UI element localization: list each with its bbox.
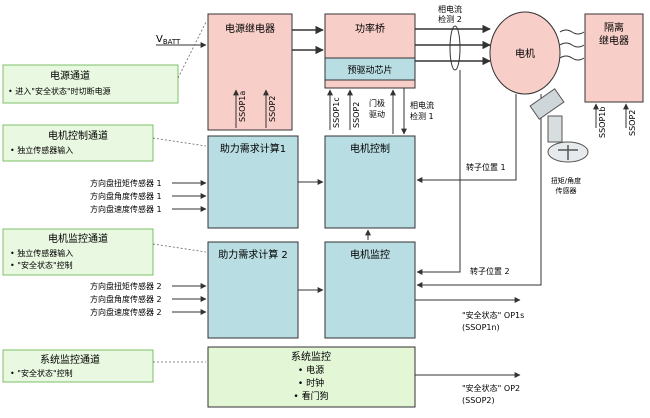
ssop2-relay-signal: SSOP2 <box>263 89 277 128</box>
motor-label: 电机 <box>515 47 535 60</box>
svg-text:SSOP1b: SSOP1b <box>598 107 607 138</box>
system-monitor-title: 系统监控 <box>291 350 331 363</box>
sensor-input-label: 方向盘扭矩传感器 2 <box>90 281 162 291</box>
channel-pointer <box>152 137 207 147</box>
torque-angle-sensor-label: 扭矩/角度 <box>551 176 581 185</box>
isolation-relay-label-1: 隔离 <box>604 21 624 34</box>
phase-current-2-label: 相电流 <box>438 4 462 14</box>
sensor-inputs-1: 方向盘扭矩传感器 1 方向盘角度传感器 1 方向盘速度传感器 1 <box>90 178 207 214</box>
motor-block: 电机 <box>489 11 561 95</box>
phase-current-1-label: 检测 1 <box>410 111 434 121</box>
motor-control-label: 电机控制 <box>350 142 390 155</box>
svg-text:VBATT: VBATT <box>156 34 181 46</box>
gate-drive-label: 门极 <box>369 98 385 108</box>
channel-note-system-monitor: 系统监控通道 • "安全状态"控制 <box>2 349 154 383</box>
ssop1b-signal: SSOP1b <box>593 103 607 138</box>
power-relay-label: 电源继电器 <box>225 22 275 35</box>
isolation-relay-block: 隔离 继电器 <box>584 13 644 103</box>
bridge-bottom-strip <box>324 79 416 89</box>
channel-line: • "安全状态"控制 <box>10 260 73 270</box>
motor-to-iso-line <box>559 29 585 35</box>
svg-text:SSOP2: SSOP2 <box>268 96 277 122</box>
channel-line: • 独立传感器输入 <box>10 248 73 258</box>
rotor-position-2-label: 转子位置 2 <box>470 266 510 276</box>
channel-line: • 独立传感器输入 <box>10 145 73 155</box>
sensor-input-label: 方向盘扭矩传感器 1 <box>90 178 162 188</box>
ssop1c-signal: SSOP1c <box>327 89 341 130</box>
channel-title: 系统监控通道 <box>40 353 100 366</box>
ssop1n-label: (SSOP1n) <box>462 323 500 332</box>
system-monitor-item: • 看门狗 <box>293 390 328 402</box>
ssop2-out-label: (SSOP2) <box>462 396 495 405</box>
vbatt-sub: BATT <box>163 38 181 46</box>
system-monitor-block: 系统监控 • 电源 • 时钟 • 看门狗 <box>207 346 416 408</box>
channel-title: 电机控制通道 <box>48 129 108 142</box>
gate-drive-label: 驱动 <box>369 109 385 119</box>
assist-calc-2-label: 助力需求计算 2 <box>218 248 288 261</box>
channel-pointer <box>152 243 207 253</box>
ssop1a-signal: SSOP1a <box>233 89 247 128</box>
op1s-label: "安全状态" OP1s <box>462 310 524 320</box>
power-bridge-block: 功率桥 <box>324 13 416 59</box>
motor-monitor-block: 电机监控 <box>324 241 416 339</box>
channel-note-motor-control: 电机控制通道 • 独立传感器输入 <box>2 124 154 162</box>
system-monitor-item: • 电源 <box>298 364 324 376</box>
sensor-input-label: 方向盘角度传感器 2 <box>90 294 162 304</box>
op2-label: "安全状态" OP2 <box>462 383 520 393</box>
channel-pointer <box>177 21 207 79</box>
phase-current-1-label: 相电流 <box>410 100 434 110</box>
svg-text:SSOP2: SSOP2 <box>352 102 361 128</box>
phase-current-2-feedback <box>416 70 461 275</box>
ssop2-iso-signal: SSOP2 <box>623 103 637 136</box>
current-sense-loop <box>449 25 461 71</box>
power-relay-block: 电源继电器 <box>207 13 293 131</box>
predriver-label: 预驱动芯片 <box>347 64 392 76</box>
predriver-block: 预驱动芯片 <box>324 57 416 81</box>
channel-line: • 进入"安全状态"时切断电源 <box>8 86 111 96</box>
sensor-input-label: 方向盘速度传感器 1 <box>90 204 162 214</box>
isolation-relay-label-2: 继电器 <box>599 34 629 47</box>
sensor-input-label: 方向盘速度传感器 2 <box>90 307 162 317</box>
svg-text:SSOP2: SSOP2 <box>628 110 637 136</box>
motor-monitor-label: 电机监控 <box>350 248 390 261</box>
motor-to-iso-line <box>559 42 585 48</box>
vbatt-main: V <box>156 34 163 45</box>
svg-text:SSOP1c: SSOP1c <box>332 97 341 128</box>
phase-current-2-label: 检测 2 <box>438 14 462 24</box>
motor-control-block: 电机控制 <box>324 135 416 229</box>
assist-calc-2-block: 助力需求计算 2 <box>207 241 299 339</box>
system-monitor-item: • 时钟 <box>298 377 324 389</box>
channel-title: 电机监控通道 <box>48 232 108 245</box>
sensor-input-label: 方向盘角度传感器 1 <box>90 191 162 201</box>
rotor-position-2-line <box>416 94 542 288</box>
channel-title: 电源通道 <box>50 69 90 82</box>
torque-angle-sensor-label: 传感器 <box>556 186 577 195</box>
rotor-position-1-line <box>416 94 517 183</box>
channel-line: • "安全状态"控制 <box>10 368 73 378</box>
torque-angle-sensor-icon <box>529 88 589 163</box>
vbatt-label: VBATT <box>156 34 181 46</box>
ssop2-bridge-signal: SSOP2 <box>347 89 361 130</box>
sensor-inputs-2: 方向盘扭矩传感器 2 方向盘角度传感器 2 方向盘速度传感器 2 <box>90 281 207 317</box>
channel-note-motor-monitor: 电机监控通道 • 独立传感器输入 • "安全状态"控制 <box>2 228 154 276</box>
channel-note-power: 电源通道 • 进入"安全状态"时切断电源 <box>2 64 179 104</box>
svg-text:SSOP1a: SSOP1a <box>238 91 247 122</box>
power-bridge-label: 功率桥 <box>355 22 385 35</box>
rotor-position-1-label: 转子位置 1 <box>466 162 506 172</box>
assist-calc-1-block: 助力需求计算1 <box>207 135 299 229</box>
motor-to-iso-line <box>559 55 585 61</box>
assist-calc-1-label: 助力需求计算1 <box>220 142 286 155</box>
